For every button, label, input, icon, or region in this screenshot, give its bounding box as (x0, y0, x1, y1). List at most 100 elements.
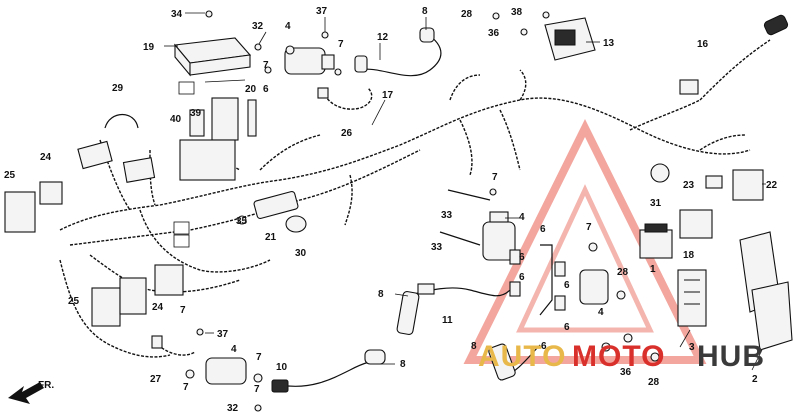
sensors-6 (509, 249, 609, 311)
starter-relay-bottom (205, 357, 247, 385)
label-19: 19 (143, 42, 155, 53)
label-3: 3 (689, 342, 695, 353)
leader-lines (164, 12, 766, 371)
clamp-29 (104, 113, 139, 129)
fuse-box-cover-2 (739, 231, 793, 351)
label-35: 35 (236, 216, 248, 227)
label-8-top: 8 (422, 6, 428, 17)
label-36-bottom: 36 (620, 367, 632, 378)
fuse-box-3 (677, 269, 707, 327)
label-6-d: 6 (564, 322, 570, 333)
watermark-moto: MOTO (572, 340, 665, 373)
label-7-top: 7 (338, 39, 344, 50)
watermark-hub: HUB (697, 340, 765, 373)
label-37-top: 37 (316, 6, 328, 17)
label-32-top: 32 (252, 21, 264, 32)
part-labels: 34 32 4 37 7 12 8 28 36 38 13 16 19 7 15… (4, 6, 778, 414)
label-2: 2 (752, 374, 758, 385)
label-13: 13 (603, 38, 615, 49)
plug-caps-8 (364, 291, 516, 381)
label-7-bottom: 7 (256, 352, 262, 363)
starter-relay-mid (482, 211, 516, 261)
label-21: 21 (265, 232, 277, 243)
bracket-5 (539, 244, 553, 316)
label-7-b: 7 (263, 60, 269, 71)
label-29: 29 (112, 83, 124, 94)
connectors-23-31 (650, 163, 723, 189)
label-28-mid: 28 (617, 267, 629, 278)
direction-label: FR. (38, 380, 54, 391)
label-23: 23 (683, 180, 695, 191)
bracket-21 (253, 190, 307, 233)
relay-24-left (4, 140, 156, 233)
watermark-text: AUTO MOTO HUB (478, 340, 765, 373)
label-7-right: 7 (586, 222, 592, 233)
label-34: 34 (171, 9, 183, 20)
label-6-a: 6 (519, 252, 525, 263)
front-direction-indicator: FR. (8, 380, 54, 404)
label-8-bottom: 8 (471, 341, 477, 352)
regulator-unit (544, 17, 596, 61)
label-37-bottom: 37 (217, 329, 229, 340)
label-4-right: 4 (598, 307, 604, 318)
label-26: 26 (341, 128, 353, 139)
label-25-bottom: 25 (68, 296, 80, 307)
label-33-b: 33 (431, 242, 443, 253)
label-31: 31 (650, 198, 662, 209)
label-7-lower: 7 (180, 305, 186, 316)
bolts-33 (439, 189, 491, 246)
relay-box (179, 97, 257, 181)
label-22: 22 (766, 180, 778, 191)
watermark-auto: AUTO (478, 340, 566, 373)
ignition-control-module (173, 37, 252, 77)
label-28-top: 28 (461, 9, 473, 20)
label-39: 39 (190, 108, 202, 119)
label-33-a: 33 (441, 210, 453, 221)
connector-11 (417, 283, 435, 295)
label-7-low: 7 (183, 382, 189, 393)
label-24-left: 24 (40, 152, 52, 163)
label-12: 12 (377, 32, 389, 43)
fuse-connector-16 (679, 14, 789, 95)
label-1: 1 (650, 264, 656, 275)
label-16: 16 (697, 39, 709, 50)
label-25-left: 25 (4, 170, 16, 181)
label-17: 17 (382, 90, 394, 101)
label-8-mid: 8 (378, 289, 384, 300)
label-6-b: 6 (519, 272, 525, 283)
label-6-c: 6 (564, 280, 570, 291)
label-4-bottom: 4 (231, 344, 237, 355)
label-18: 18 (683, 250, 695, 261)
label-7-low-b: 7 (254, 384, 260, 395)
label-32-bottom: 32 (227, 403, 239, 414)
label-7-mid: 7 (492, 172, 498, 183)
label-27: 27 (150, 374, 162, 385)
starter-relay-top (284, 45, 335, 75)
relay-22 (732, 169, 764, 201)
label-28-bottom: 28 (648, 377, 660, 388)
label-11: 11 (442, 315, 453, 326)
label-20: 20 (245, 84, 257, 95)
label-4-top: 4 (285, 21, 291, 32)
sensor-12 (354, 27, 435, 73)
label-40: 40 (170, 114, 182, 125)
label-38: 38 (511, 7, 523, 18)
sub-harness-27 (151, 335, 196, 356)
label-5: 6 (540, 224, 546, 235)
label-30: 30 (295, 248, 307, 259)
label-4-mid: 4 (519, 212, 525, 223)
label-9: 6 (541, 341, 547, 352)
fuse-box-25 (91, 264, 184, 327)
relay-1 (639, 223, 673, 259)
label-36-top: 36 (488, 28, 500, 39)
label-8-bottom-right: 8 (400, 359, 406, 370)
label-10: 10 (276, 362, 288, 373)
fasteners (185, 10, 660, 412)
label-5-top: 6 (263, 84, 269, 95)
relay-18 (679, 209, 713, 239)
connector-10 (271, 379, 289, 393)
sub-harness-26 (317, 87, 373, 110)
label-24-bottom: 24 (152, 302, 164, 313)
